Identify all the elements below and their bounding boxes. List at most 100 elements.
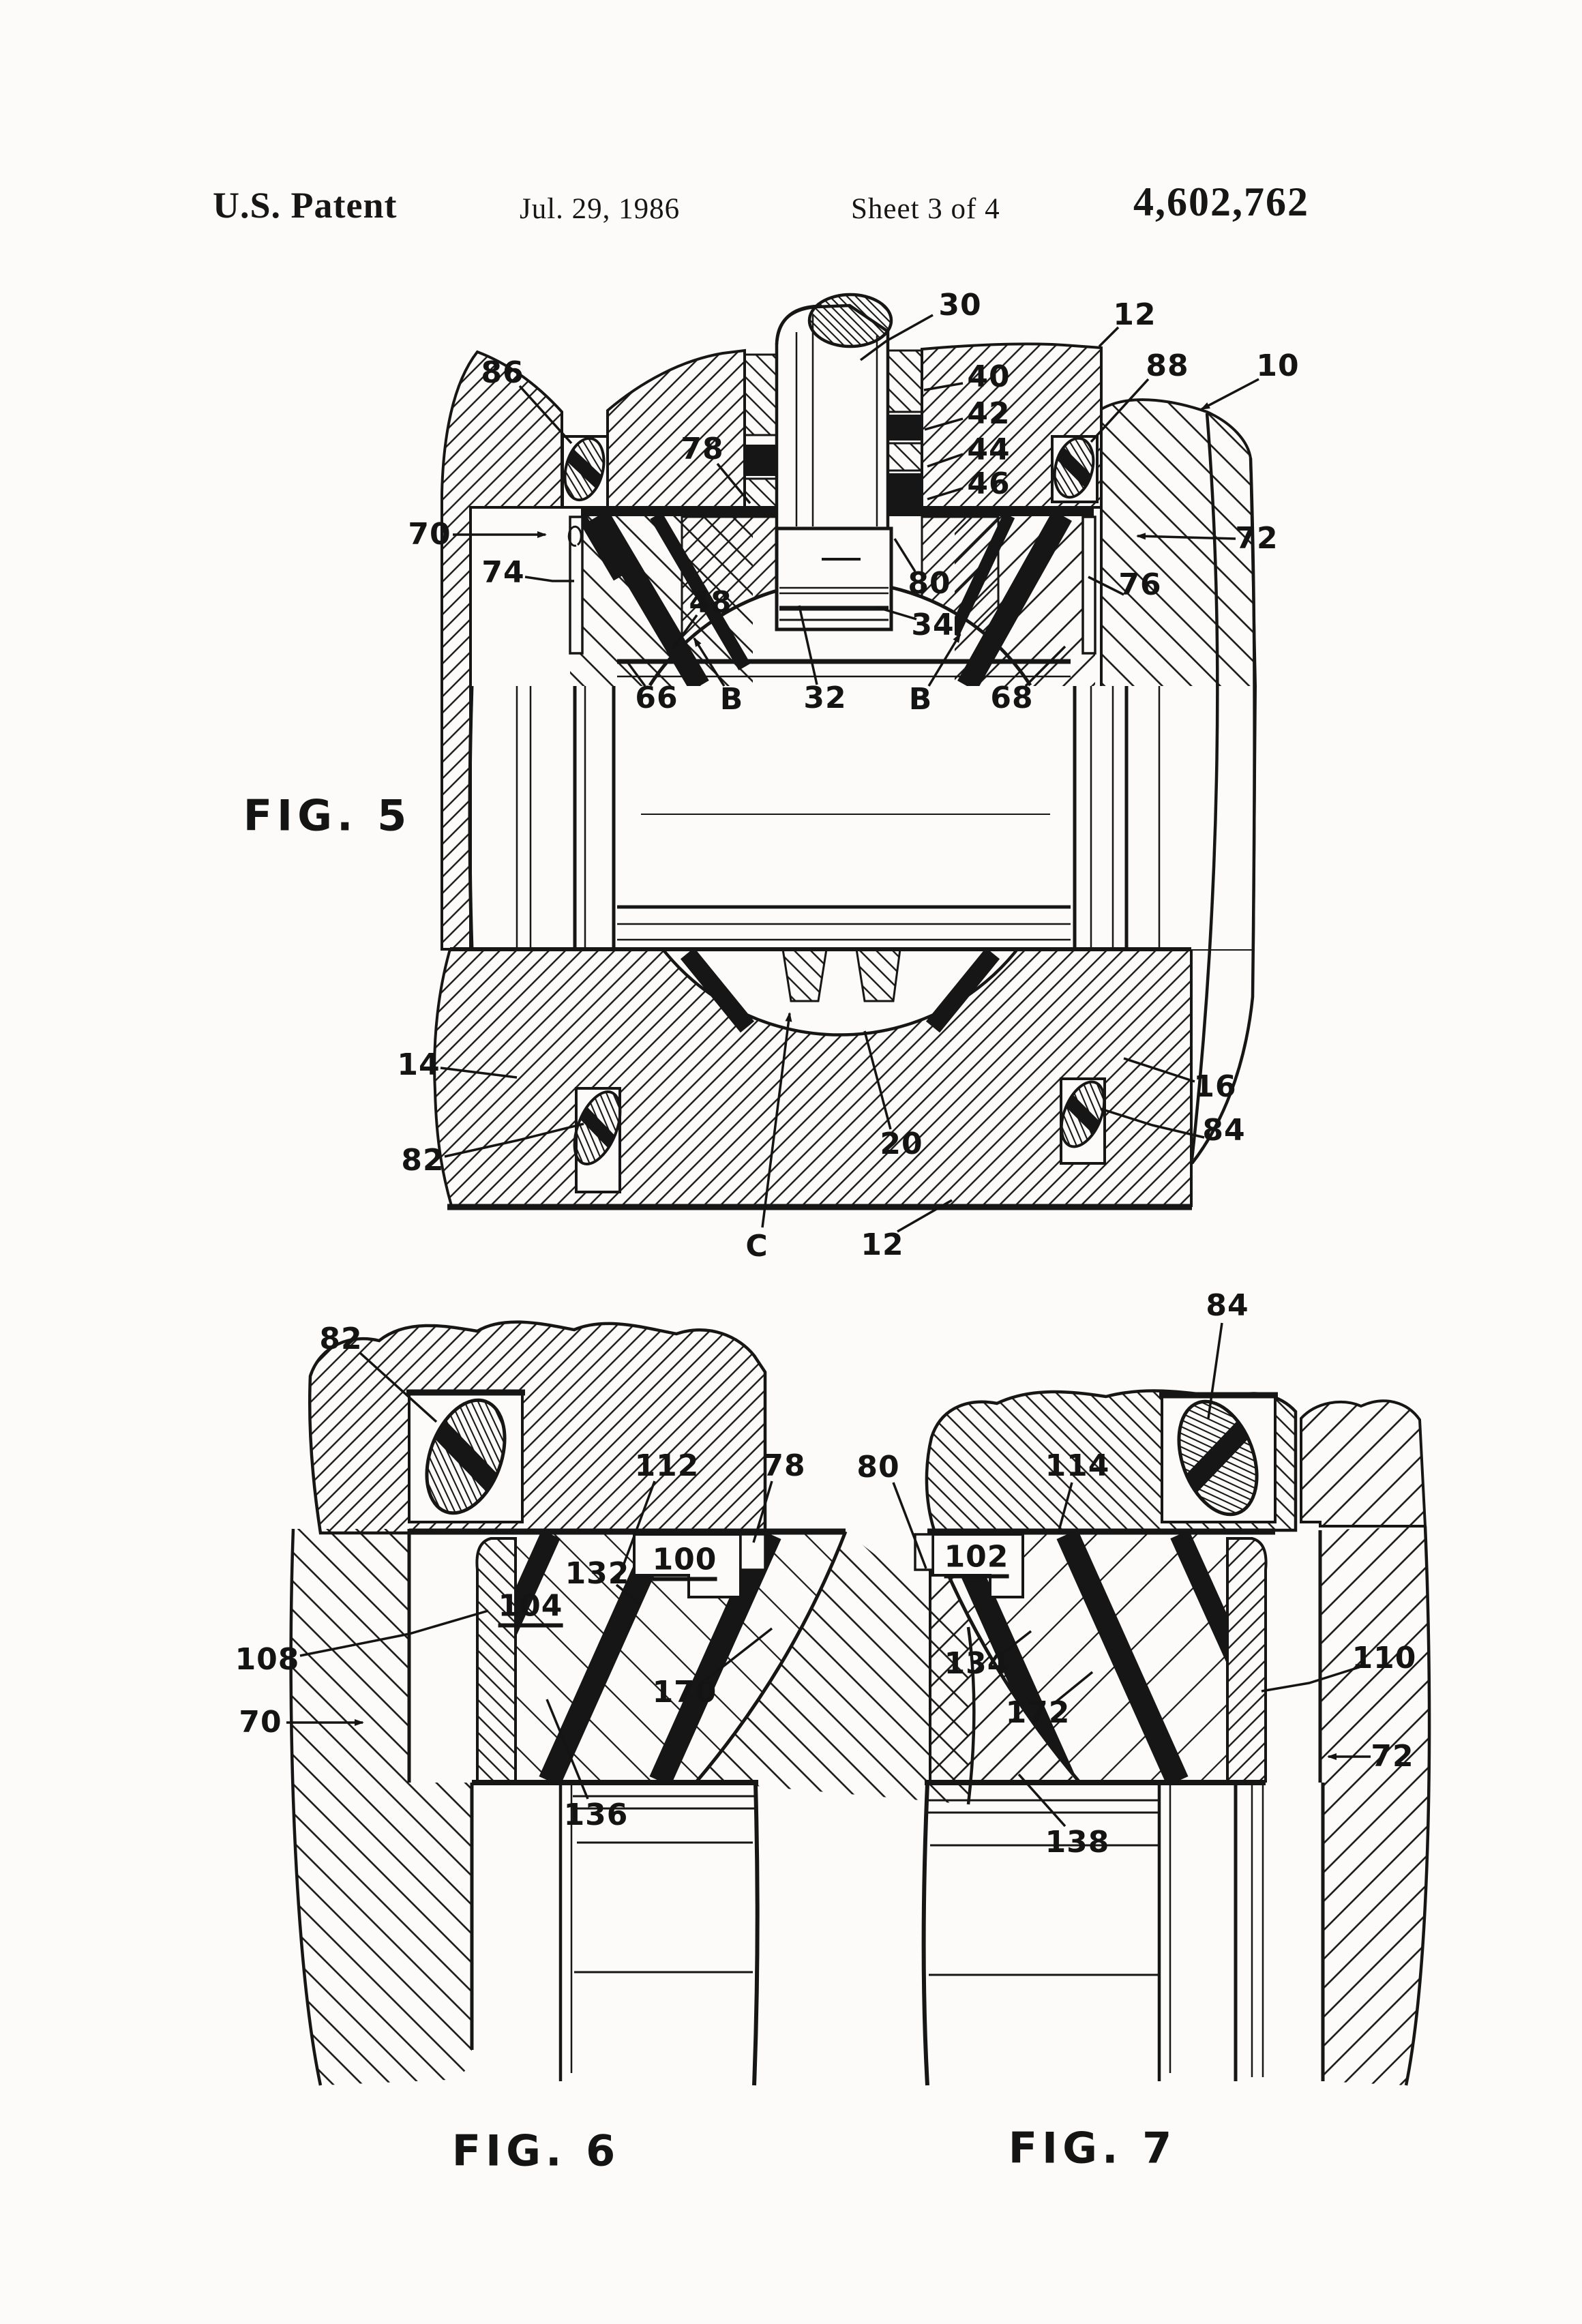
patent-date: Jul. 29, 1986 [520, 193, 681, 225]
leader-line-fig5-30 [859, 314, 934, 361]
ref-label-fig5-34: 34 [911, 608, 955, 642]
leader-line-fig6-108 [299, 1609, 489, 1657]
sheet-number: Sheet 3 of 4 [851, 193, 1000, 225]
ref-label-fig6-108: 108 [235, 1642, 300, 1677]
leader-line-fig5-34 [875, 606, 917, 621]
leader-line-fig5-20 [863, 1030, 892, 1130]
fig6-drawing [289, 1320, 976, 2086]
ref-label-fig5-12: 12 [1113, 297, 1156, 332]
ref-label-fig5-12: 12 [861, 1227, 904, 1262]
ref-label-fig7-72: 72 [1371, 1739, 1414, 1774]
leader-line-fig5-72 [1136, 533, 1236, 540]
ref-label-fig6-104: 104 [498, 1591, 563, 1628]
leader-line-fig5-84 [1100, 1107, 1205, 1139]
leader-line-fig5-40 [923, 382, 964, 391]
leader-line-fig6-112 [616, 1480, 656, 1583]
ref-label-fig6-70: 70 [239, 1705, 282, 1740]
ref-label-fig5-82: 82 [401, 1143, 445, 1178]
ref-label-fig5-46: 46 [967, 466, 1011, 501]
fig6-caption: FIG. 6 [451, 2126, 621, 2176]
leader-line-fig5-78 [716, 462, 751, 505]
leader-line-fig5-46 [927, 487, 964, 501]
leader-line-fig5-16 [1123, 1057, 1195, 1083]
fig5-drawing [433, 293, 1257, 1210]
leader-line-fig5-76 [1088, 576, 1124, 596]
ref-label-fig5-78: 78 [681, 432, 724, 466]
ref-label-fig5-16: 16 [1193, 1069, 1237, 1104]
leader-line-fig5-12 [897, 1199, 953, 1233]
ref-label-fig5-C: C [745, 1229, 768, 1264]
ref-label-fig5-88: 88 [1146, 348, 1189, 383]
leader-line-fig5-74 [524, 576, 574, 582]
leader-line-fig6-82 [359, 1352, 438, 1423]
ref-label-fig7-110: 110 [1352, 1641, 1417, 1675]
leader-line-fig6-78 [752, 1480, 773, 1543]
leader-line-fig5-42 [924, 417, 964, 431]
leader-line-fig5-B [927, 633, 961, 687]
leader-line-fig7-172 [1054, 1671, 1094, 1703]
ref-label-fig5-10: 10 [1256, 348, 1300, 383]
ref-label-fig6-82: 82 [319, 1322, 363, 1356]
fig7-drawing [914, 1389, 1431, 2086]
ref-label-fig5-B: B [908, 682, 933, 717]
ref-label-fig5-72: 72 [1235, 521, 1279, 556]
ref-label-fig7-172: 172 [1005, 1695, 1071, 1730]
leader-line-fig7-110 [1261, 1665, 1362, 1693]
leader-line-fig5-68 [1024, 645, 1066, 687]
ref-label-fig5-44: 44 [967, 432, 1011, 467]
ref-label-fig7-84: 84 [1206, 1288, 1249, 1323]
ref-label-fig5-48: 48 [689, 585, 732, 620]
leader-line-fig5-44 [927, 453, 964, 468]
ref-label-fig5-66: 66 [635, 681, 678, 715]
ref-label-fig6-78: 78 [762, 1448, 806, 1483]
ref-label-fig5-76: 76 [1118, 567, 1162, 602]
ref-label-fig6-132: 132 [565, 1556, 630, 1591]
ref-label-fig5-14: 14 [397, 1047, 441, 1082]
leader-line-fig5-80 [893, 538, 916, 572]
leader-line-fig5-48 [671, 614, 698, 651]
leader-line-fig5-86 [518, 385, 573, 445]
leader-line-fig5-12 [1098, 326, 1120, 348]
ref-label-fig7-134: 134 [944, 1646, 1009, 1681]
ref-label-fig7-80: 80 [856, 1450, 900, 1485]
ref-label-fig5-30: 30 [938, 288, 982, 323]
ref-label-fig5-74: 74 [481, 555, 525, 590]
ref-label-fig5-70: 70 [408, 517, 451, 552]
leader-line-fig5-C [761, 1012, 792, 1228]
ref-label-fig5-B: B [719, 682, 744, 717]
leader-line-fig7-84 [1207, 1322, 1223, 1419]
patent-number: 4,602,762 [1133, 179, 1309, 224]
leader-line-fig7-138 [1017, 1773, 1066, 1828]
leader-line-fig7-80 [892, 1482, 927, 1569]
patent-title: U.S. Patent [213, 185, 398, 226]
leader-line-fig5-14 [440, 1067, 518, 1079]
leader-line-fig5-32 [798, 605, 818, 685]
leader-line-fig5-66 [625, 659, 646, 687]
ref-label-fig7-114: 114 [1045, 1448, 1110, 1483]
ref-label-fig6-112: 112 [634, 1448, 700, 1483]
fig7-caption: FIG. 7 [1008, 2123, 1177, 2173]
ref-label-fig7-138: 138 [1045, 1825, 1110, 1860]
leader-line-fig5-10 [1200, 378, 1259, 411]
fig5-caption: FIG. 5 [243, 790, 412, 841]
ref-label-fig5-42: 42 [967, 396, 1011, 431]
leader-line-fig7-114 [1057, 1482, 1073, 1534]
ref-label-fig5-86: 86 [481, 355, 524, 390]
leader-line-fig5-88 [1090, 378, 1150, 443]
ref-label-fig5-32: 32 [803, 681, 847, 715]
ref-label-fig6-136: 136 [563, 1798, 629, 1832]
leader-line-fig6-170 [702, 1627, 773, 1683]
ref-label-fig5-20: 20 [880, 1127, 923, 1161]
ref-label-fig6-100: 100 [652, 1545, 717, 1581]
ref-label-fig6-170: 170 [652, 1675, 717, 1710]
ref-label-fig5-80: 80 [908, 566, 951, 601]
ref-label-fig5-40: 40 [967, 359, 1011, 394]
leader-line-fig7-134 [998, 1630, 1032, 1657]
leader-line-fig5-B [693, 637, 726, 687]
ref-label-fig5-84: 84 [1202, 1113, 1246, 1148]
leader-line-fig6-132 [615, 1583, 641, 1605]
